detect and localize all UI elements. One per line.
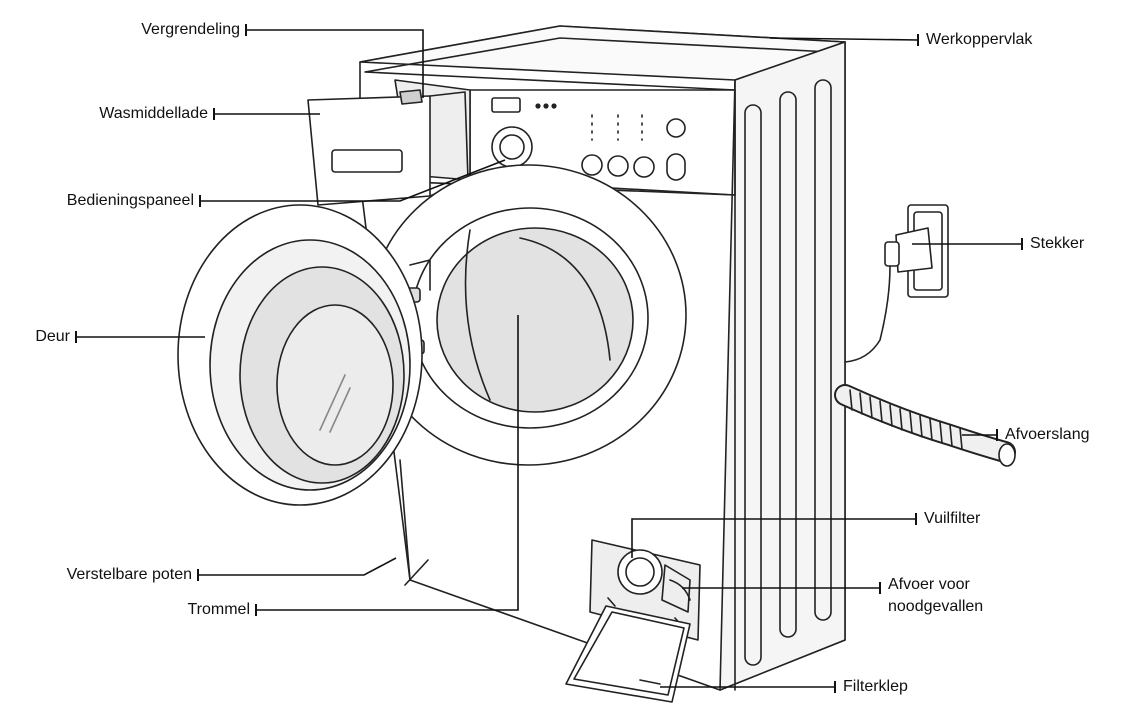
label-werkoppervlak: Werkoppervlak: [926, 31, 1033, 48]
label-trommel: Trommel: [187, 601, 250, 618]
label-bedieningspaneel: Bedieningspaneel: [66, 192, 194, 209]
tick-verstelbare-poten: [197, 569, 199, 581]
leader-trommel: [256, 315, 519, 611]
label-vuilfilter: Vuilfilter: [924, 510, 981, 527]
program-dial: [491, 126, 533, 168]
label-deur: Deur: [35, 328, 70, 345]
drum: [436, 227, 634, 413]
tick-filterklep: [834, 681, 836, 693]
door: [177, 204, 423, 506]
tick-wasmiddellade: [213, 108, 215, 120]
drum-area: [369, 164, 687, 466]
filter-flap: [565, 605, 691, 703]
debris-filter: [617, 549, 663, 595]
leader-bedieningspaneel: [200, 159, 506, 202]
label-afvoer-noodgevallen-1: Afvoer voor: [888, 576, 970, 593]
leader-werkoppervlak: [769, 37, 919, 41]
label-afvoerslang: Afvoerslang: [1005, 426, 1090, 443]
label-stekker: Stekker: [1030, 235, 1085, 252]
label-filterklep: Filterklep: [843, 678, 908, 695]
leader-vuilfilter: [631, 518, 916, 558]
leader-verstelbare-poten: [198, 557, 397, 576]
tick-bedieningspaneel: [199, 195, 201, 207]
detergent-drawer: [307, 79, 471, 206]
plug-socket: [844, 204, 949, 363]
tick-vergrendeling: [245, 24, 247, 36]
label-afvoer-noodgevallen-2: noodgevallen: [888, 598, 984, 615]
tick-stekker: [1021, 238, 1023, 250]
drawer-lock: [399, 89, 423, 105]
tick-vuilfilter: [915, 513, 917, 525]
power-cord: [844, 265, 891, 363]
filter-compartment: [565, 539, 701, 703]
tick-afvoerslang: [996, 429, 998, 441]
label-verstelbare-poten: Verstelbare poten: [66, 566, 192, 583]
drain-hose: [834, 384, 1016, 467]
tick-deur: [75, 331, 77, 343]
label-vergrendeling: Vergrendeling: [141, 21, 240, 38]
tick-trommel: [255, 604, 257, 616]
leader-lines: [76, 29, 1022, 688]
leader-vergrendeling: [246, 29, 424, 98]
label-wasmiddellade: Wasmiddellade: [99, 105, 208, 122]
tick-afvoer-noodgevallen: [879, 582, 881, 594]
feet: [399, 459, 429, 586]
side-panel: [719, 41, 846, 691]
tick-werkoppervlak: [917, 34, 919, 46]
